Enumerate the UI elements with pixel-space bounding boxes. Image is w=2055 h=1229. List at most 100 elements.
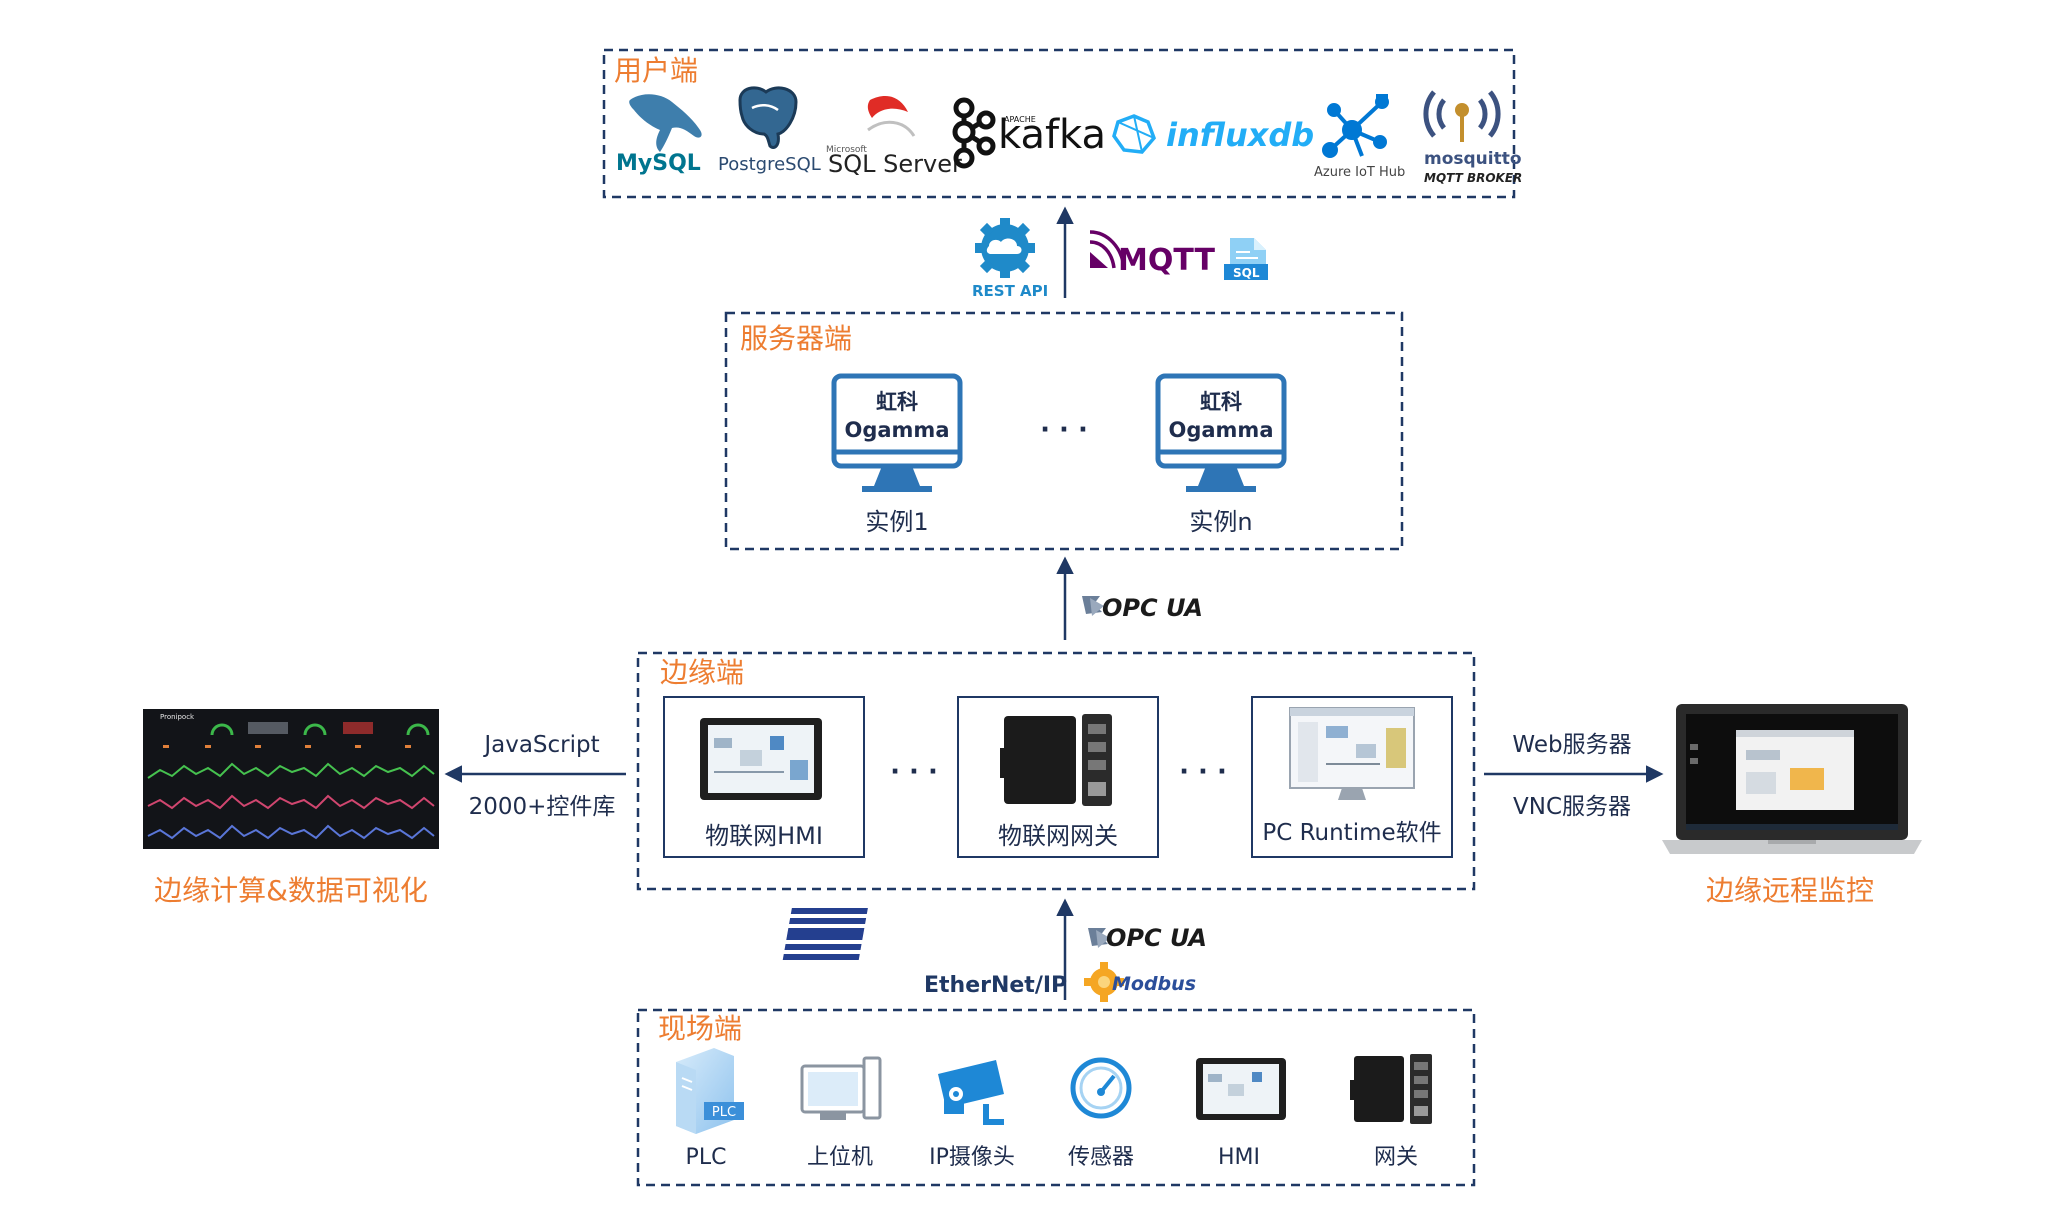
gateway-port xyxy=(1088,760,1106,770)
edge-ellipsis-2: · · · xyxy=(1179,757,1227,787)
sqlserver-flame-icon xyxy=(867,96,908,118)
desktop-stand xyxy=(820,1112,846,1120)
remote-monitor-caption: 边缘远程监控 xyxy=(1706,874,1874,907)
gateway-device-icon xyxy=(1354,1056,1404,1122)
hmi-widget xyxy=(740,750,762,766)
field-item-sensor: 传感器 xyxy=(1068,1057,1134,1170)
right-link: Web服务器 VNC服务器 xyxy=(1484,732,1664,820)
s7-protocol-icon xyxy=(782,908,868,960)
opcua-label-top: OPC UA xyxy=(1102,594,1203,622)
gateway-port xyxy=(1414,1090,1428,1098)
server-tier-title: 服务器端 xyxy=(740,322,852,355)
monitor-stand xyxy=(874,466,920,486)
widget-library-label: 2000+控件库 xyxy=(469,794,616,820)
laptop-base xyxy=(1662,840,1922,854)
mosquitto-logo: mosquitto MQTT BROKER xyxy=(1423,90,1522,185)
laptop-taskbar xyxy=(1686,824,1898,830)
rest-api-icon xyxy=(975,218,1035,278)
instance-1: 虹科 Ogamma 实例1 xyxy=(831,373,963,536)
desktop-screen xyxy=(808,1072,858,1106)
edge-tier-box xyxy=(636,651,1476,891)
sqlserver-swoosh xyxy=(867,120,916,137)
field-tier: 现场端 PLC PLC 上位机 IP摄像头 xyxy=(636,1008,1476,1187)
field-camera-label: IP摄像头 xyxy=(929,1145,1015,1170)
azure-iot-hub-logo: Azure IoT Hub xyxy=(1314,94,1405,180)
opcua-label-bottom: OPC UA xyxy=(1106,924,1207,952)
hmi-widget xyxy=(1228,1084,1244,1096)
web-server-label: Web服务器 xyxy=(1512,732,1631,758)
laptop-icon xyxy=(1662,704,1922,854)
desktop-tower xyxy=(862,1056,882,1120)
dashboard-series-red xyxy=(147,794,435,810)
dashboard-thumbnail: Pronipock xyxy=(143,709,439,849)
edge-pc-label: PC Runtime软件 xyxy=(1262,820,1441,846)
kafka-icon xyxy=(952,97,996,169)
s7-protocol-label: S7 PROTOCOL xyxy=(956,931,1019,940)
field-item-gateway: 网关 xyxy=(1350,1054,1432,1170)
field-pc-label: 上位机 xyxy=(807,1145,873,1170)
sqlserver-small-label: Microsoft xyxy=(826,145,867,155)
field-tier-box xyxy=(636,1008,1476,1187)
plc-badge xyxy=(704,1102,744,1120)
rest-api-label: REST API xyxy=(972,282,1048,300)
dashboard-gauges xyxy=(210,723,430,736)
pc-monitor-stand xyxy=(1338,788,1366,800)
camera-mount xyxy=(983,1104,1004,1125)
dashboard-panel xyxy=(248,722,288,734)
influxdb-cube-edge xyxy=(1133,115,1143,153)
sql-label: SQL xyxy=(1233,266,1260,280)
gateway-port xyxy=(1414,1106,1428,1116)
instance-n-brand: 虹科 xyxy=(1200,390,1242,414)
laptop-app-widget xyxy=(1746,750,1780,760)
link-field-to-edge: S7 PROTOCOL EtherNet/IP OPC UA Modbus xyxy=(782,898,1207,1002)
field-item-hmi: HMI xyxy=(1196,1058,1286,1170)
server-ellipsis: · · · xyxy=(1040,415,1088,445)
dashboard-series-green xyxy=(147,762,435,779)
edge-tier-title: 边缘端 xyxy=(660,656,744,689)
elephant-icon xyxy=(738,86,798,149)
field-item-ip-camera: IP摄像头 xyxy=(929,1060,1015,1170)
field-tier-title: 现场端 xyxy=(658,1012,742,1045)
link-edge-to-server: OPC UA xyxy=(1056,556,1203,640)
gateway-port xyxy=(1088,724,1106,734)
gateway-port xyxy=(1088,742,1106,752)
opcua-icon xyxy=(1088,928,1110,948)
instance-n-product: Ogamma xyxy=(1169,418,1274,442)
laptop-desktop-icon xyxy=(1690,744,1698,750)
pc-window-widget xyxy=(1326,726,1348,738)
gateway-port xyxy=(1088,782,1106,796)
dashboard-series-blue xyxy=(147,824,435,840)
sqlserver-logo: Microsoft SQL Server xyxy=(826,96,962,178)
influxdb-cube-icon xyxy=(1112,114,1157,154)
instance-1-product: Ogamma xyxy=(845,418,950,442)
link-server-to-user: REST API MQTT SQL xyxy=(972,206,1268,300)
azure-network-icon xyxy=(1322,94,1389,158)
gateway-port xyxy=(1414,1062,1428,1070)
laptop-app-titlebar xyxy=(1736,730,1854,737)
edge-item-hmi: 物联网HMI xyxy=(663,696,865,858)
edge-tier: 边缘端 物联网HMI · · · 物联网网关 · · · xyxy=(636,651,1476,891)
sql-file-icon xyxy=(1224,238,1268,280)
hmi-widget xyxy=(770,736,784,750)
pc-window-widget xyxy=(1356,744,1376,758)
kafka-logo: APACHE kafka xyxy=(952,97,1106,169)
field-gateway-label: 网关 xyxy=(1374,1145,1418,1170)
plc-server-side xyxy=(676,1062,696,1134)
mosquitto-sub-label: MQTT BROKER xyxy=(1424,171,1522,185)
kafka-small-label: APACHE xyxy=(1004,115,1036,124)
pc-window-panel xyxy=(1298,722,1318,782)
mosquitto-label: mosquitto xyxy=(1424,149,1522,169)
edge-computing-caption: 边缘计算&数据可视化 xyxy=(154,874,428,907)
edge-ellipsis-1: · · · xyxy=(890,757,938,787)
modbus-icon xyxy=(1084,962,1124,1002)
laptop-desktop-icon xyxy=(1690,758,1698,764)
field-hmi-label: HMI xyxy=(1218,1145,1260,1170)
vnc-server-label: VNC服务器 xyxy=(1513,794,1631,820)
influxdb-label: influxdb xyxy=(1166,116,1314,154)
edge-item-gateway: 物联网网关 xyxy=(957,696,1159,858)
azure-label: Azure IoT Hub xyxy=(1314,165,1405,180)
mosquitto-antenna-tip xyxy=(1455,103,1469,117)
gateway-port xyxy=(1414,1076,1428,1084)
postgresql-label: PostgreSQL xyxy=(718,154,821,175)
